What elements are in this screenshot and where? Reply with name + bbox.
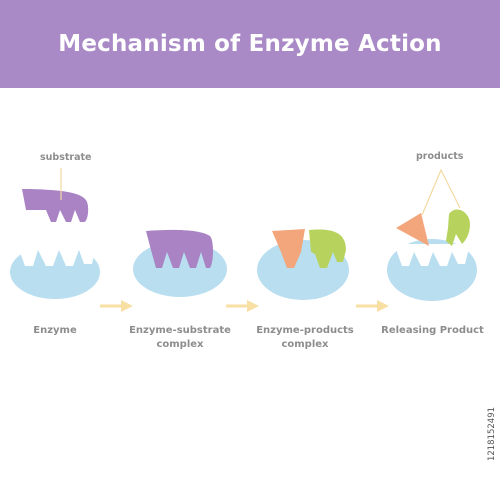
title-banner: Mechanism of Enzyme Action	[0, 0, 500, 88]
stage-label-enzyme: Enzyme	[33, 325, 77, 336]
substrate-bound	[146, 229, 213, 268]
stage-label-enzyme-products-complex: Enzyme-products complex	[256, 325, 354, 350]
stage-releasing-product	[387, 168, 477, 301]
products-label: products	[416, 151, 464, 162]
arrow-3	[356, 300, 389, 312]
enzyme-action-diagram	[10, 168, 477, 312]
active-site	[394, 244, 470, 266]
product-green	[309, 229, 346, 268]
stage-label-enzyme-substrate-complex: Enzyme-substrate complex	[129, 325, 231, 350]
page-title: Mechanism of Enzyme Action	[58, 31, 442, 57]
stock-id-value: 1218152491	[487, 406, 497, 462]
stage-label-releasing-product: Releasing Product	[381, 325, 484, 336]
stock-id-text: 1218152491	[486, 374, 498, 494]
stage-enzyme-products-complex	[257, 229, 349, 300]
substrate-label: substrate	[40, 152, 92, 163]
product-green-released	[446, 209, 470, 246]
arrow-2	[226, 300, 259, 312]
arrow-1	[100, 300, 133, 312]
stage-enzyme	[10, 168, 100, 299]
stage-enzyme-substrate-complex	[133, 229, 227, 297]
products-callout-line	[421, 168, 461, 216]
product-orange-released	[396, 213, 429, 246]
active-site	[17, 244, 96, 266]
product-orange	[272, 229, 305, 268]
substrate-shape	[22, 189, 89, 222]
